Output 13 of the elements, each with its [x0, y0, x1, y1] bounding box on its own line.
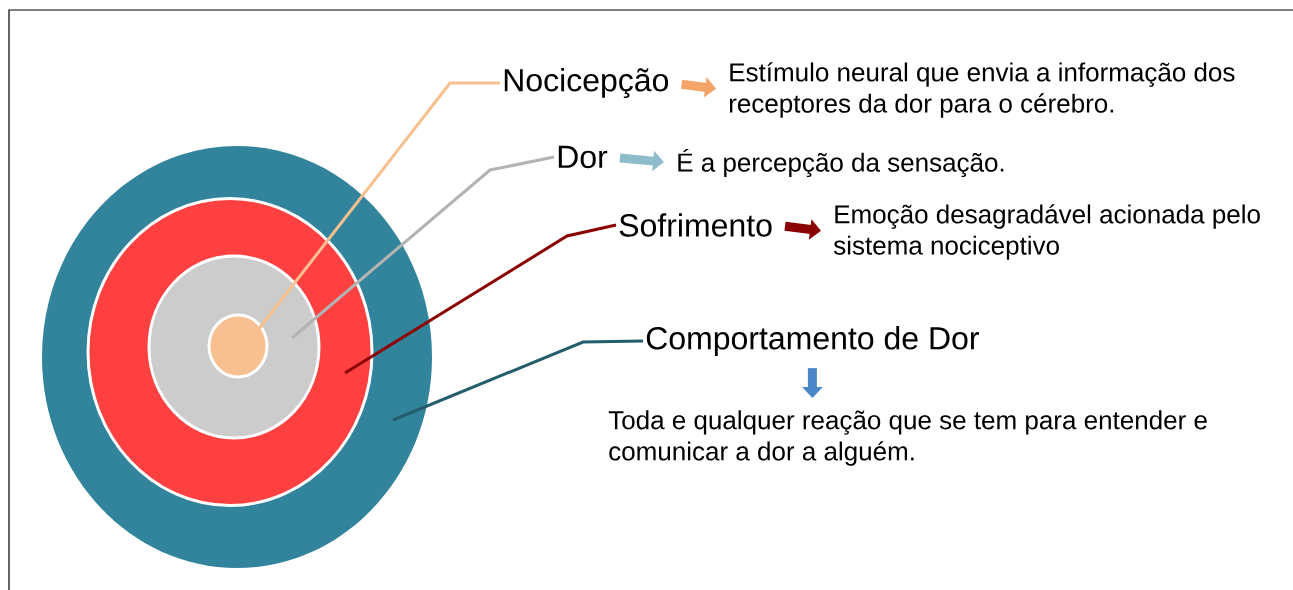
- leader-line: [256, 81, 500, 331]
- description-text: Emoção desagradável acionada pelo sistema nociceptivo: [833, 204, 1260, 260]
- description-text: Toda e qualquer reação que se tem para entender e comunicar a dor a alguém.: [608, 410, 1207, 466]
- leader-line: [344, 223, 617, 375]
- label-text: Nocicepção: [504, 68, 669, 98]
- label-text: Sofrimento: [619, 213, 772, 237]
- circle: [207, 313, 269, 379]
- leader-line: [392, 339, 644, 422]
- leader-line: [291, 155, 555, 340]
- description-text: É a percepção da sensação.: [678, 148, 1004, 178]
- label-text: Comportamento de Dor: [646, 326, 979, 356]
- label-text: Dor: [558, 145, 608, 169]
- description-text: Estímulo neural que envia a informação dos receptores da dor para o cérebro.: [729, 62, 1235, 118]
